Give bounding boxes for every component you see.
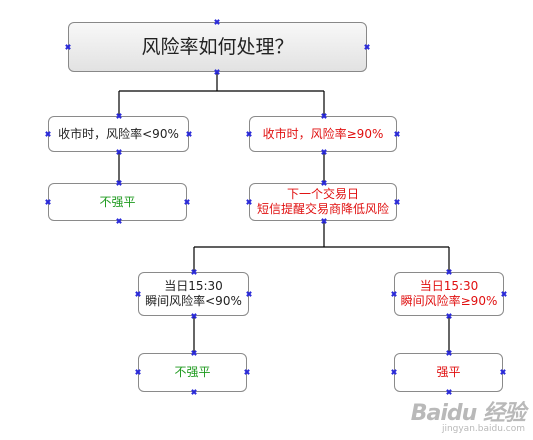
left-result-node: 不强平 [48, 183, 187, 221]
handle-icon[interactable] [321, 149, 327, 155]
title-text: 风险率如何处理？ [141, 35, 294, 58]
handle-icon[interactable] [446, 313, 452, 319]
handle-icon[interactable] [501, 291, 507, 297]
intraday-high-risk-node: 当日15:30 瞬间风险率≥90% [394, 272, 504, 316]
branch-low-risk-text: 收市时，风险率<90% [58, 126, 179, 141]
branch-high-risk-node: 收市时，风险率≥90% [249, 116, 397, 152]
handle-icon[interactable] [135, 369, 141, 375]
intraday-low-risk-node: 当日15:30 瞬间风险率<90% [138, 272, 249, 316]
handle-icon[interactable] [394, 131, 400, 137]
handle-icon[interactable] [45, 199, 51, 205]
handle-icon[interactable] [186, 131, 192, 137]
handle-icon[interactable] [116, 218, 122, 224]
intraday-low-risk-line2: 瞬间风险率<90% [145, 294, 242, 308]
handle-icon[interactable] [116, 113, 122, 119]
branch-low-risk-node: 收市时，风险率<90% [48, 116, 189, 152]
sms-notice-line1: 下一个交易日 [286, 187, 359, 201]
handle-icon[interactable] [446, 350, 452, 356]
branch-high-risk-text: 收市时，风险率≥90% [262, 126, 384, 141]
handle-icon[interactable] [500, 369, 506, 375]
handle-icon[interactable] [116, 149, 122, 155]
no-liquidation-text: 不强平 [174, 365, 211, 379]
handle-icon[interactable] [364, 44, 370, 50]
watermark-brand: Baidu 经验 [410, 401, 526, 426]
handle-icon[interactable] [394, 199, 400, 205]
handle-icon[interactable] [246, 131, 252, 137]
sms-notice-node: 下一个交易日 短信提醒交易商降低风险 [249, 183, 397, 221]
handle-icon[interactable] [116, 180, 122, 186]
intraday-high-risk-line1: 当日15:30 [419, 279, 479, 293]
handle-icon[interactable] [65, 44, 71, 50]
handle-icon[interactable] [246, 199, 252, 205]
handle-icon[interactable] [446, 269, 452, 275]
sms-notice-line2: 短信提醒交易商降低风险 [256, 202, 389, 216]
left-result-text: 不强平 [99, 194, 136, 209]
liquidation-node: 强平 [394, 353, 503, 392]
handle-icon[interactable] [214, 69, 220, 75]
handle-icon[interactable] [391, 369, 397, 375]
handle-icon[interactable] [391, 291, 397, 297]
no-liquidation-node: 不强平 [138, 353, 247, 392]
handle-icon[interactable] [191, 350, 197, 356]
handle-icon[interactable] [45, 131, 51, 137]
title-node: 风险率如何处理？ [68, 22, 367, 72]
handle-icon[interactable] [191, 313, 197, 319]
handle-icon[interactable] [321, 113, 327, 119]
handle-icon[interactable] [135, 291, 141, 297]
liquidation-text: 强平 [436, 365, 461, 379]
intraday-high-risk-line2: 瞬间风险率≥90% [400, 294, 498, 308]
handle-icon[interactable] [244, 369, 250, 375]
handle-icon[interactable] [246, 291, 252, 297]
watermark-url: jingyan.baidu.com [441, 424, 525, 434]
handle-icon[interactable] [321, 180, 327, 186]
handle-icon[interactable] [184, 199, 190, 205]
handle-icon[interactable] [191, 269, 197, 275]
handle-icon[interactable] [321, 218, 327, 224]
baidu-watermark: Baidu 经验 jingyan.baidu.com [410, 395, 526, 434]
handle-icon[interactable] [191, 389, 197, 395]
intraday-low-risk-line1: 当日15:30 [164, 279, 223, 293]
handle-icon[interactable] [214, 19, 220, 25]
